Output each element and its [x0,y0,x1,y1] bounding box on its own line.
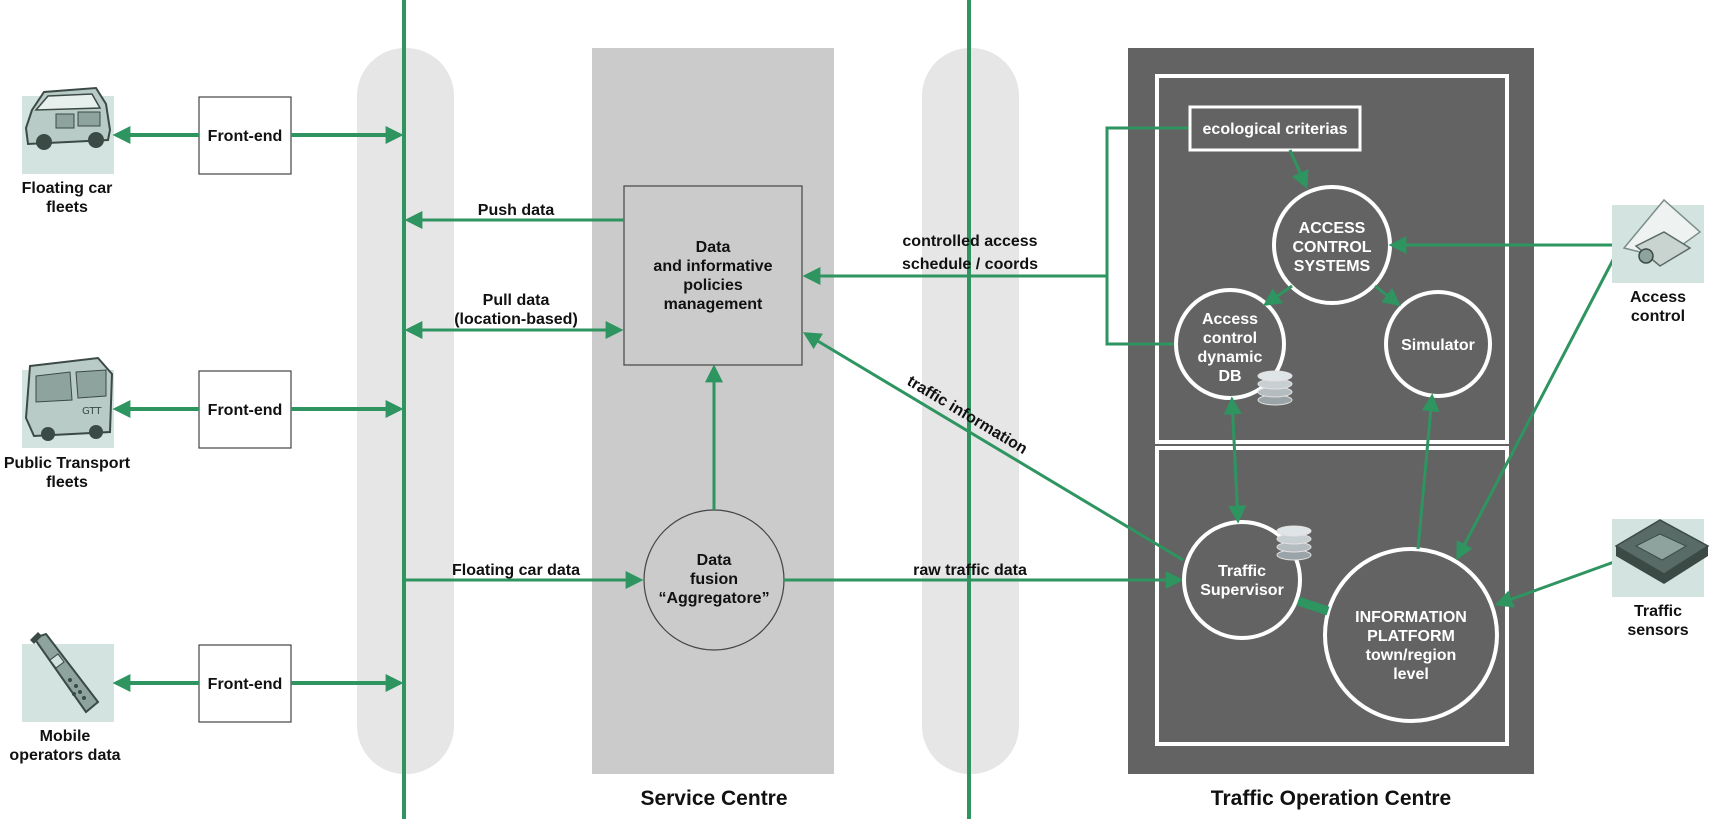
fusion-line-3: “Aggregatore” [658,590,769,607]
arrow-eco-to-acs [1288,149,1309,190]
ip-line-3: town/region [1366,647,1457,664]
arrow-acs-to-acdb [1263,284,1293,307]
pull-data-label-1: Pull data [483,292,550,309]
public-transport-label-1: Public Transport [4,455,131,472]
dm-line-2: and informative [653,258,772,275]
data-management-box: Data and informative policies management [623,185,803,366]
arrow-acdb-supervisor [1223,396,1247,524]
arrow-camera-to-ip [1456,257,1616,561]
push-data-label: Push data [478,202,555,219]
traffic-operation-centre-title: Traffic Operation Centre [1211,787,1451,810]
database-icon [1276,525,1312,561]
dm-line-3: policies [683,277,743,294]
ip-line-4: level [1393,666,1429,683]
database-icon [1257,370,1293,406]
acs-line-2: CONTROL [1292,239,1371,256]
floating-car-label-1: Floating car [22,180,113,197]
connector-ecological-bracket [1105,126,1190,346]
service-centre-title: Service Centre [640,787,787,810]
sensor-icon [1612,519,1710,597]
information-platform-node: INFORMATION PLATFORM town/region level [1323,547,1499,723]
van-icon [22,86,114,174]
controlled-access-label: controlled access [902,233,1037,250]
floating-car-label-2: fleets [46,199,88,216]
raw-traffic-data-label: raw traffic data [913,562,1027,579]
link-supervisor-platform [1296,596,1330,616]
acdb-line-2: control [1203,330,1257,347]
dm-line-4: management [664,296,763,313]
mobile-phone-icon [22,632,114,722]
simulator-label: Simulator [1401,337,1475,354]
access-control-db-node: Access control dynamic DB [1174,288,1286,400]
traffic-sensors-label-1: Traffic [1634,603,1682,620]
public-transport-label-2: fleets [46,474,88,491]
floating-car-data-label: Floating car data [452,562,580,579]
arrow-traffic-information [802,332,1184,562]
dm-line-1: Data [696,239,731,256]
bus-icon: GTT [22,356,114,448]
simulator-node: Simulator [1384,290,1492,398]
access-control-label-1: Access [1630,289,1686,306]
front-end-box-2: Front-end [198,370,292,449]
arrow-ip-to-simulator [1416,393,1440,550]
svg-text:GTT: GTT [82,406,102,417]
arrow-sensor-to-ip [1494,560,1615,608]
mobile-label-2: operators data [9,747,120,764]
ip-line-1: INFORMATION [1355,609,1467,626]
front-end-box-1: Front-end [198,96,292,175]
access-control-label-2: control [1631,308,1685,325]
front-end-label: Front-end [208,676,283,693]
acs-line-1: ACCESS [1299,220,1366,237]
front-end-label: Front-end [208,128,283,145]
acdb-line-4: DB [1218,368,1241,385]
pull-data-label-2: (location-based) [454,311,578,328]
arrow-acs-to-simulator [1374,284,1401,307]
mobile-label-1: Mobile [40,728,91,745]
ecological-criterias-label: ecological criterias [1203,121,1348,138]
front-end-box-3: Front-end [198,644,292,723]
traffic-sensors-label-2: sensors [1627,622,1688,639]
ts-line-1: Traffic [1218,563,1266,580]
front-end-label: Front-end [208,402,283,419]
ip-line-2: PLATFORM [1367,628,1455,645]
fusion-line-1: Data [697,552,732,569]
schedule-coords-label: schedule / coords [902,256,1038,273]
fusion-line-2: fusion [690,571,738,588]
data-fusion-node: Data fusion “Aggregatore” [643,509,785,651]
traffic-supervisor-node: Traffic Supervisor [1182,520,1302,640]
acdb-line-1: Access [1202,311,1258,328]
access-control-systems-node: ACCESS CONTROL SYSTEMS [1272,185,1392,305]
camera-icon [1612,198,1704,283]
ecological-criterias-box: ecological criterias [1188,105,1362,152]
ts-line-2: Supervisor [1200,582,1284,599]
acs-line-3: SYSTEMS [1294,258,1371,275]
acdb-line-3: dynamic [1198,349,1263,366]
